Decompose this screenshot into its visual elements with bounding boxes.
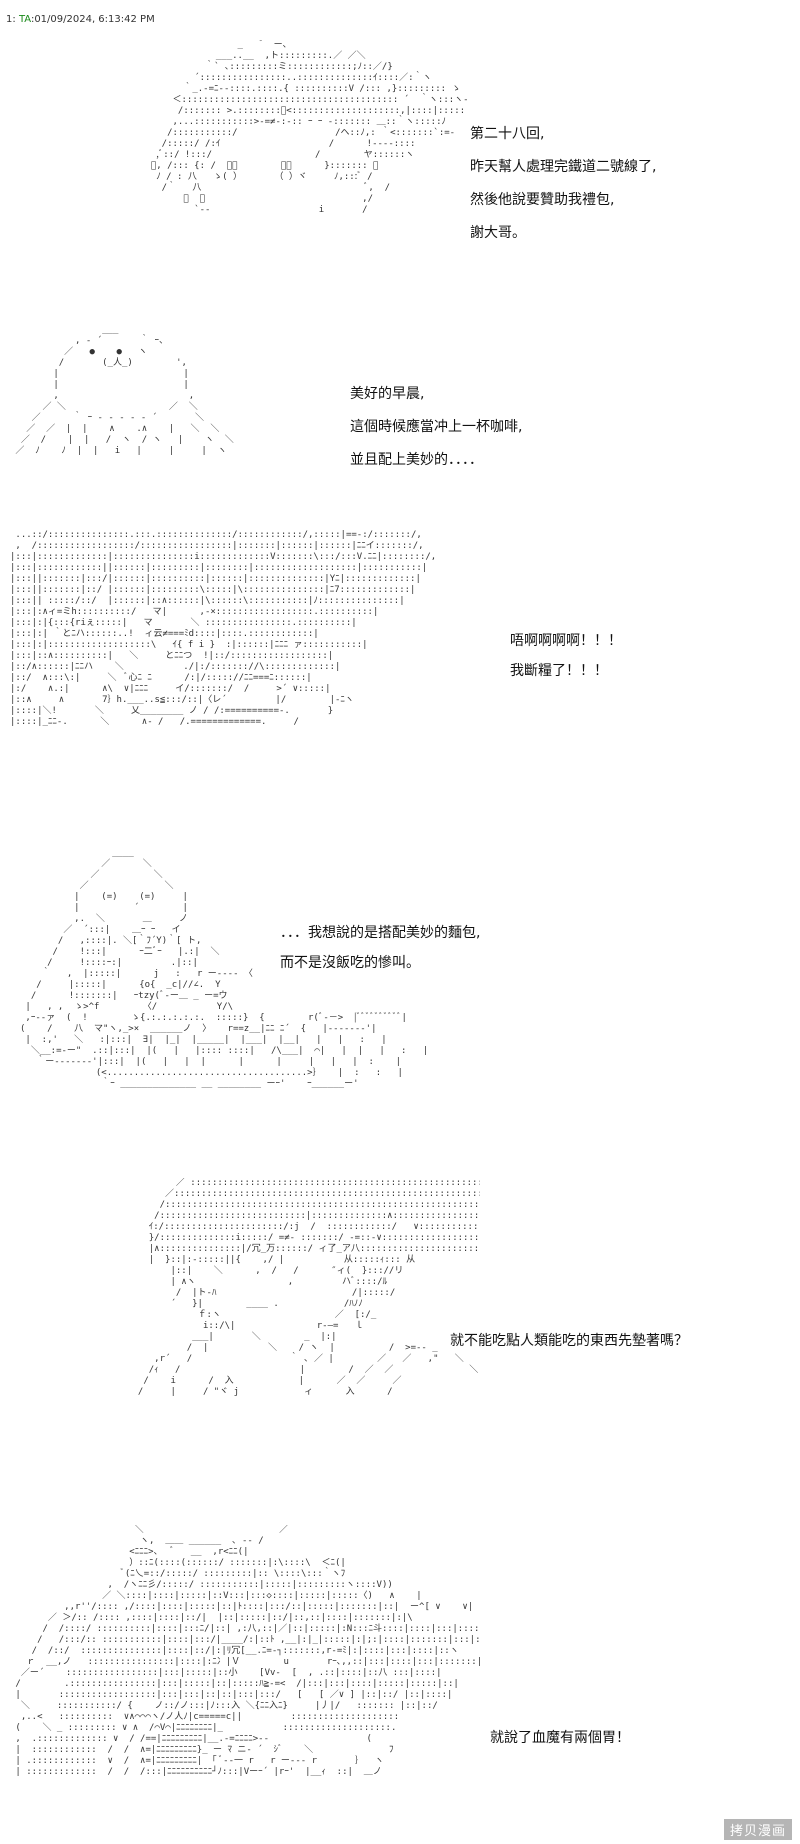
dialog-line: 我斷糧了！！！ (510, 663, 608, 679)
ascii-art-character-4: ____ ／ ＼ ／ ＼ ／ ＼ | (=) (=) | | ´ | ,. ＼ … (20, 848, 429, 1089)
post-timestamp: 01/09/2024, 6:13:42 PM (34, 14, 155, 25)
dialog-line: 昨天幫人處理完鐵道二號線了, (470, 159, 657, 175)
dialog-line: 謝大哥。 (470, 225, 526, 241)
ascii-art-character-2: ___ , - ´ ｀ ｰ、 ／ ● ● ヽ / (_人_) ', | | | … (15, 325, 234, 456)
post-number: 1 (6, 14, 13, 25)
dialog-line: 就不能吃點人類能吃的東西先墊著嗎？ (450, 1333, 688, 1349)
dialog-line: 這個時候應當冲上一杯咖啡, (350, 419, 523, 435)
ascii-art-character-6: ＼ ／ ヽ, ＿＿ ______ ､ -‐ / <ﾆﾆﾆ>、 ﾞ __ ,r<ﾆ… (15, 1525, 480, 1777)
dialog-line: 並且配上美妙的．．．． (350, 452, 483, 468)
dialog-line: 就說了血魔有兩個胃！ (490, 1730, 630, 1746)
dialog-panel-3: 唔啊啊啊啊！！！ 我斷糧了！！！ (510, 626, 622, 686)
poster-name: TA (18, 14, 31, 25)
dialog-line: 唔啊啊啊啊！！！ (510, 633, 622, 649)
dialog-panel-5: 就不能吃點人類能吃的東西先墊著嗎？ (450, 1325, 688, 1358)
dialog-line: 而不是沒飯吃的慘叫。 (280, 955, 420, 971)
dialog-panel-6: 就說了血魔有兩個胃！ (490, 1722, 630, 1755)
dialog-line: 第二十八回, (470, 126, 545, 142)
dialog-panel-2: 美好的早晨, 這個時候應當冲上一杯咖啡, 並且配上美妙的．．．． (350, 378, 522, 477)
ascii-art-character-1: _ ゛ ー、 ___..__ ,ト:::::::::.／ ／＼ ｀` ､::::… (145, 40, 470, 215)
dialog-panel-4: ．．．我想說的是搭配美妙的麵包, 而不是沒飯吃的慘叫。 (280, 918, 480, 978)
watermark-logo: 拷贝漫画 (723, 1819, 792, 1840)
ascii-art-character-3: ...::/:::::::::::::::.:::.::::::::::::::… (10, 530, 437, 727)
dialog-line: ．．．我想說的是搭配美妙的麵包, (280, 925, 481, 941)
ascii-art-character-5: ／ ::::::::::::::::::::::::::::::::::::::… (137, 1178, 480, 1397)
dialog-panel-1: 第二十八回, 昨天幫人處理完鐵道二號線了, 然後他說要贊助我禮包, 謝大哥。 (470, 118, 656, 250)
post-header: 1: TA:01/09/2024, 6:13:42 PM (6, 14, 155, 25)
dialog-line: 美好的早晨, (350, 386, 425, 402)
dialog-line: 然後他說要贊助我禮包, (470, 192, 615, 208)
